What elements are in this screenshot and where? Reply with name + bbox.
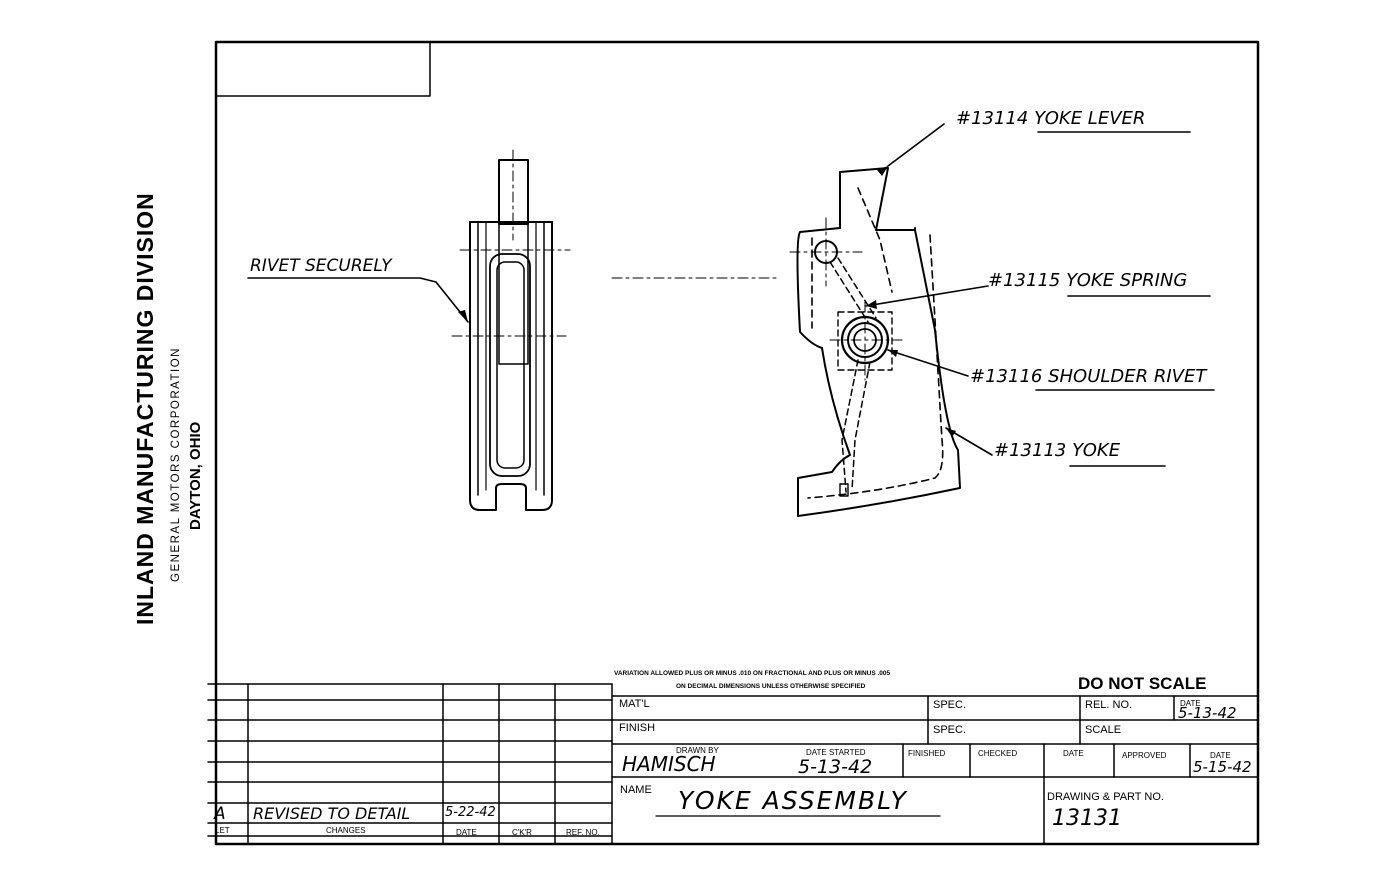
title-block-grid xyxy=(611,695,1259,845)
date-value: 5-13-42 xyxy=(1178,704,1237,722)
callout-yoke-spring: #13115 YOKE SPRING xyxy=(988,270,1188,291)
spec-label: SPEC. xyxy=(933,699,967,711)
yoke-centerlines xyxy=(611,217,903,381)
part-no-value: 13131 xyxy=(1052,806,1122,831)
date-started-value: 5-13-42 xyxy=(798,756,873,778)
company-parent: GENERAL MOTORS CORPORATION xyxy=(170,347,182,582)
callout-yoke: #13113 YOKE xyxy=(994,440,1121,461)
date-label: DATE xyxy=(1180,699,1201,708)
drawn-by-label: DRAWN BY xyxy=(676,746,719,755)
company-location: DAYTON, OHIO xyxy=(187,421,204,530)
finished-label: FINISHED xyxy=(908,749,946,758)
rev-header-changes: CHANGES xyxy=(326,826,366,835)
side-view-centerlines xyxy=(451,149,571,337)
rev-header-ckr: C'K'R xyxy=(512,828,532,837)
drawn-by-value: HAMISCH xyxy=(622,752,716,776)
date2-label: DATE xyxy=(1063,749,1084,758)
company-block: INLAND MANUFACTURING DIVISION GENERAL MO… xyxy=(70,130,230,690)
leader-lines xyxy=(247,123,1215,467)
callout-rivet-securely: RIVET SECURELY xyxy=(250,256,392,276)
callout-shoulder-rivet: #13116 SHOULDER RIVET xyxy=(970,366,1207,387)
date-started-label: DATE STARTED xyxy=(806,748,866,757)
rev-header-let: LET xyxy=(215,826,230,835)
approved-label: APPROVED xyxy=(1122,751,1167,760)
part-no-label: DRAWING & PART NO. xyxy=(1047,791,1164,803)
revision-letter: A xyxy=(214,804,226,824)
company-name: INLAND MANUFACTURING DIVISION xyxy=(132,192,158,625)
corner-box xyxy=(215,41,431,97)
arrowheads xyxy=(458,166,956,437)
do-not-scale-note: DO NOT SCALE xyxy=(1078,674,1207,693)
scale-label: SCALE xyxy=(1085,724,1122,736)
rel-no-label: REL. NO. xyxy=(1085,699,1133,711)
side-view xyxy=(469,159,553,511)
date3-label: DATE xyxy=(1210,751,1231,760)
callout-yoke-lever: #13114 YOKE LEVER xyxy=(956,108,1146,129)
tolerance-note-line1: VARIATION ALLOWED PLUS OR MINUS .010 ON … xyxy=(614,670,891,677)
revision-date: 5-22-42 xyxy=(445,805,496,820)
date3-value: 5-15-42 xyxy=(1193,758,1252,776)
spec2-label: SPEC. xyxy=(933,724,967,736)
tolerance-note-line2: ON DECIMAL DIMENSIONS UNLESS OTHERWISE S… xyxy=(676,683,866,690)
checked-label: CHECKED xyxy=(978,749,1018,758)
rev-header-ref: REF. NO. xyxy=(566,828,600,837)
name-label: NAME xyxy=(620,784,652,796)
matl-label: MAT'L xyxy=(619,698,650,710)
rev-header-date: DATE xyxy=(456,828,477,837)
name-value: YOKE ASSEMBLY xyxy=(678,786,908,815)
revision-grid xyxy=(207,683,613,845)
finish-label: FINISH xyxy=(619,722,656,734)
sheet-border xyxy=(214,40,1260,846)
yoke-assembly-view xyxy=(796,167,961,517)
revision-changes: REVISED TO DETAIL xyxy=(253,804,411,823)
